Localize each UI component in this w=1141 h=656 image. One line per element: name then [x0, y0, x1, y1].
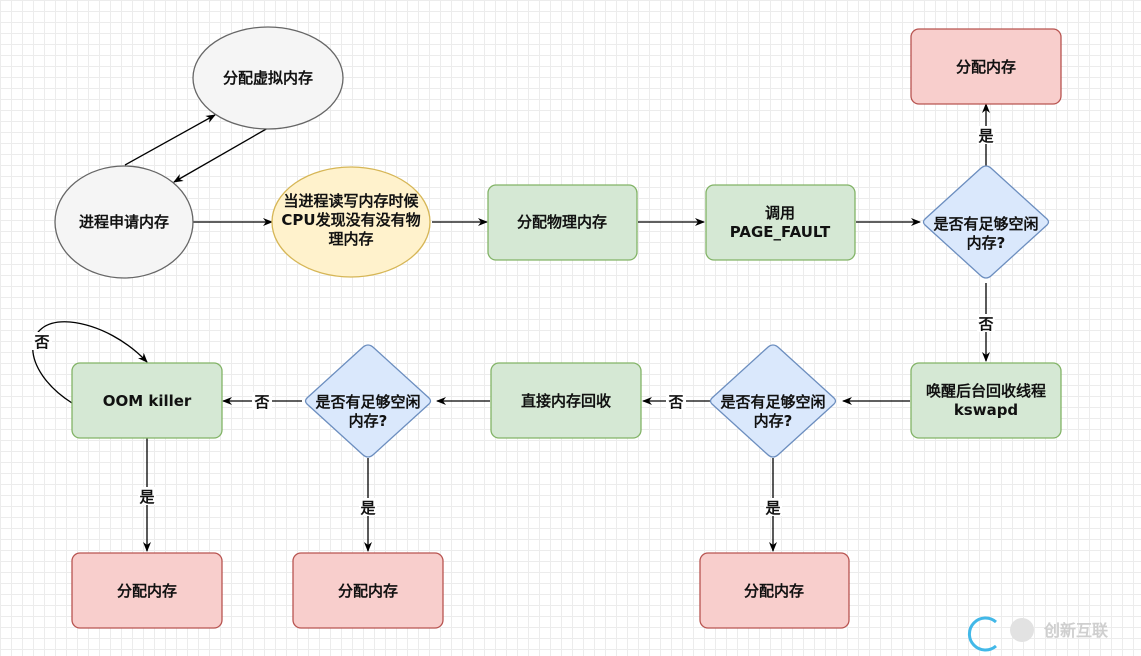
node-decision-3-line2: 内存? [349, 412, 388, 430]
node-alloc-2-label: 分配内存 [744, 582, 804, 600]
edge-oom-self-loop [32, 321, 148, 404]
node-kswapd: 唤醒后台回收线程 kswapd [910, 362, 1062, 439]
node-alloc-physical-shape [487, 184, 638, 261]
node-decision-3-line1: 是否有足够空闲 [314, 393, 420, 411]
label-decision2-yes: 是 [764, 499, 781, 517]
node-decision-1-line1: 是否有足够空闲 [932, 215, 1038, 233]
node-request-shape [54, 165, 194, 279]
node-page-fault-shape [705, 184, 856, 261]
node-cpu-check-line2: CPU发现没有没有物 [281, 211, 420, 229]
node-alloc-3-shape [292, 552, 444, 629]
node-cpu-check: 当进程读写内存时候 CPU发现没有没有物 理内存 [271, 166, 431, 278]
node-decision-2-line1: 是否有足够空闲 [719, 393, 825, 411]
node-cpu-check-line3: 理内存 [328, 230, 373, 248]
node-cpu-check-shape [271, 166, 431, 278]
node-decision-1: 是否有足够空闲 内存? [922, 165, 1050, 279]
node-cpu-check-line1: 当进程读写内存时候 [283, 192, 419, 210]
label-oom-loop-no: 否 [33, 333, 49, 351]
node-oom-killer: OOM killer [71, 362, 223, 439]
watermark-logo-dot-icon [1010, 618, 1034, 642]
label-decision2-no: 否 [667, 393, 683, 411]
node-page-fault-line2: PAGE_FAULT [730, 223, 831, 241]
node-kswapd-line1: 唤醒后台回收线程 [926, 382, 1046, 400]
watermark: 创新互联 [967, 616, 1108, 652]
watermark-logo-icon [967, 616, 997, 652]
node-alloc-virtual-label: 分配虚拟内存 [223, 69, 313, 87]
edges [32, 103, 990, 552]
node-direct-reclaim: 直接内存回收 [490, 362, 642, 439]
label-decision3-yes: 是 [359, 499, 376, 517]
node-decision-3: 是否有足够空闲 内存? [304, 344, 432, 458]
edge-labels: 是 否 否 是 否 是 是 否 [32, 126, 995, 517]
node-alloc-1: 分配内存 [910, 28, 1062, 105]
node-direct-reclaim-shape [490, 362, 642, 439]
node-alloc-physical: 分配物理内存 [487, 184, 638, 261]
node-page-fault: 调用 PAGE_FAULT [705, 184, 856, 261]
label-decision1-yes: 是 [977, 127, 994, 145]
node-alloc-3-label: 分配内存 [338, 582, 398, 600]
node-alloc-4-shape [71, 552, 223, 629]
node-alloc-physical-label: 分配物理内存 [517, 213, 607, 231]
node-request-label: 进程申请内存 [79, 213, 169, 231]
node-direct-reclaim-label: 直接内存回收 [521, 392, 611, 410]
node-alloc-1-shape [910, 28, 1062, 105]
node-alloc-virtual: 分配虚拟内存 [192, 26, 344, 130]
node-alloc-3: 分配内存 [292, 552, 444, 629]
node-alloc-virtual-shape [192, 26, 344, 130]
label-oom-yes: 是 [138, 488, 155, 506]
node-alloc-2-shape [699, 552, 850, 629]
watermark-text: 创新互联 [1043, 621, 1108, 640]
label-decision3-no: 否 [253, 393, 269, 411]
node-alloc-4-label: 分配内存 [117, 582, 177, 600]
node-alloc-2: 分配内存 [699, 552, 850, 629]
node-decision-2: 是否有足够空闲 内存? [709, 344, 837, 458]
node-oom-killer-label: OOM killer [103, 392, 192, 410]
node-kswapd-shape [910, 362, 1062, 439]
node-decision-2-line2: 内存? [754, 412, 793, 430]
node-page-fault-line1: 调用 [765, 204, 795, 222]
node-request: 进程申请内存 [54, 165, 194, 279]
node-decision-2-shape [709, 344, 837, 458]
node-decision-1-line2: 内存? [967, 234, 1006, 252]
node-oom-killer-shape [71, 362, 223, 439]
node-kswapd-line2: kswapd [954, 401, 1018, 419]
label-decision1-no: 否 [977, 315, 993, 333]
node-decision-3-shape [304, 344, 432, 458]
node-alloc-1-label: 分配内存 [956, 58, 1016, 76]
node-decision-1-shape [922, 165, 1050, 279]
edge-request-to-virtual [124, 114, 216, 166]
node-alloc-4: 分配内存 [71, 552, 223, 629]
edge-virtual-to-request [173, 127, 269, 183]
